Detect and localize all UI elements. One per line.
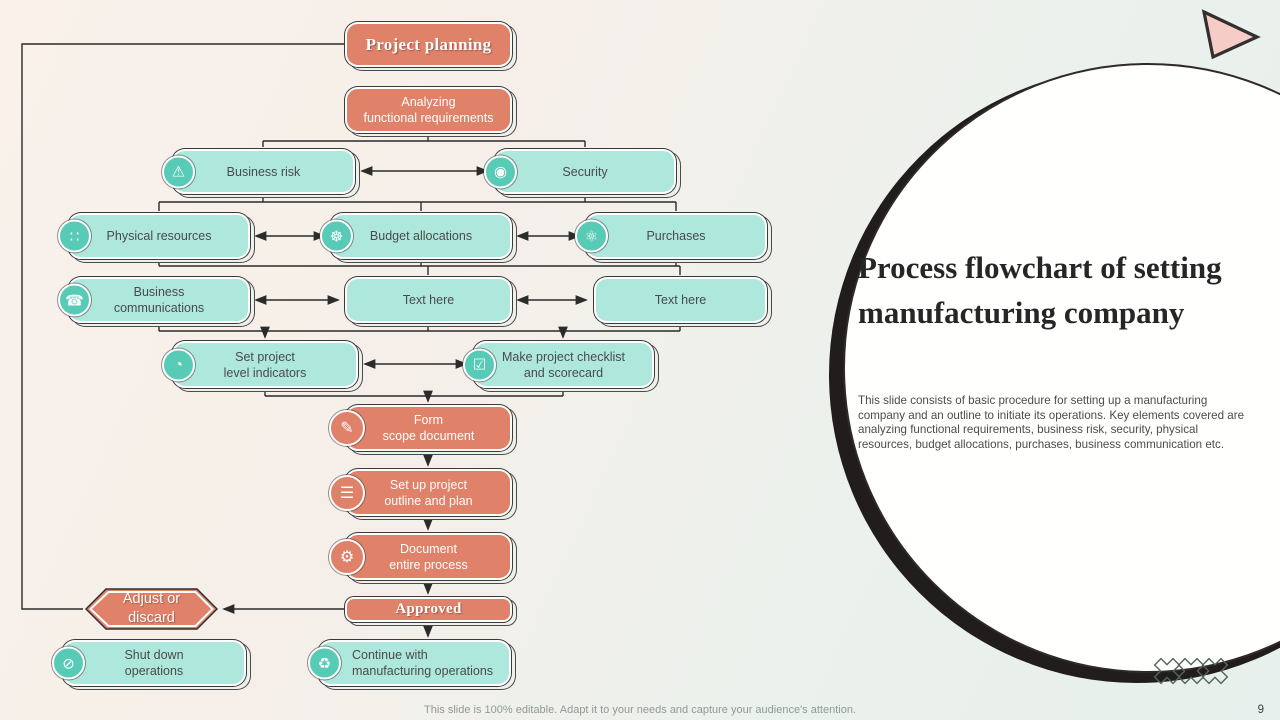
icon-glyph: ⚙ [339,548,355,566]
recycle-icon: ♻ [308,646,341,680]
pink-triangle-icon [1201,9,1261,60]
node-analyzing-functional-requirements[interactable]: Analyzing functional requirements [345,87,512,133]
node-text-here-1[interactable]: Text here [345,277,512,323]
node-label: Set project level indicators [223,349,307,380]
flow-connectors [21,43,681,638]
gauge-icon: ◔ [162,348,195,381]
node-security[interactable]: ◉ Security [484,149,676,194]
node-label: Adjust or discard [122,591,181,626]
document-pen-icon: ✎ [329,410,365,446]
security-pin-icon: ◉ [484,155,517,188]
page-description: This slide consists of basic procedure f… [858,394,1245,452]
icon-glyph: ☰ [339,484,355,502]
budget-wheel-icon: ☸ [320,219,353,253]
node-label: Approved [395,600,462,617]
node-continue-with-manufacturing-operations[interactable]: ♻ Continue with manufacturing operations [308,640,511,686]
icon-glyph: ✎ [340,420,354,437]
node-physical-resources[interactable]: ∷ Physical resources [58,213,250,259]
node-label: Physical resources [106,229,212,243]
node-budget-allocations[interactable]: ☸ Budget allocations [320,213,512,259]
page-number: 9 [1257,704,1264,716]
node-label: Analyzing functional requirements [363,95,494,125]
node-make-project-checklist-and-scorecard[interactable]: ☑ Make project checklist and scorecard [463,341,654,388]
node-project-planning[interactable]: Project planning [345,22,512,67]
communications-icon: ☎ [58,283,91,317]
shutdown-icon: ⊘ [52,646,85,680]
node-label: Document entire process [389,541,468,572]
page-title: Process flowchart of setting manufacturi… [858,250,1222,330]
node-label: Security [562,164,608,179]
node-label: Shut down operations [124,648,184,678]
icon-glyph: ◔ [173,356,184,373]
node-approved[interactable]: Approved [345,597,512,622]
icon-glyph: ⊘ [62,655,75,672]
node-label: Purchases [646,229,706,243]
icon-glyph: ⚛ [584,228,599,245]
node-label: Budget allocations [369,229,473,243]
icon-glyph: ◉ [493,163,508,181]
outline-plan-icon: ☰ [329,474,365,511]
x-marks-icon [1153,657,1229,685]
hexagon-shape [84,588,219,630]
icon-glyph: ∷ [69,228,80,245]
node-adjust-or-discard[interactable]: Adjust or discard [84,588,219,630]
node-label: Project planning [365,34,492,54]
node-label: Continue with manufacturing operations [352,648,494,678]
node-set-project-level-indicators[interactable]: ◔ Set project level indicators [162,341,358,388]
node-label: Business risk [226,164,301,179]
resources-icon: ∷ [58,219,91,253]
node-business-risk[interactable]: ⚠ Business risk [162,149,355,194]
node-label: Text here [654,293,707,307]
icon-glyph: ☎ [65,292,84,309]
node-label: Business communications [113,285,205,315]
risk-warning-icon: ⚠ [162,155,195,188]
node-business-communications[interactable]: ☎ Business communications [58,277,250,323]
node-label: Text here [402,293,455,307]
footer-note: This slide is 100% editable. Adapt it to… [424,704,856,716]
process-gear-icon: ⚙ [329,538,365,575]
node-text-here-2[interactable]: Text here [594,277,767,323]
icon-glyph: ⚠ [171,163,186,181]
purchases-network-icon: ⚛ [575,219,608,253]
node-label: Make project checklist and scorecard [502,349,625,380]
node-shut-down-operations[interactable]: ⊘ Shut down operations [52,640,246,686]
node-label: Set up project outline and plan [384,477,473,508]
node-form-scope-document[interactable]: ✎ Form scope document [329,405,512,451]
node-document-entire-process[interactable]: ⚙ Document entire process [329,533,512,580]
node-label: Form scope document [382,413,475,443]
icon-glyph: ☸ [329,228,344,245]
node-purchases[interactable]: ⚛ Purchases [575,213,767,259]
node-set-up-project-outline-and-plan[interactable]: ☰ Set up project outline and plan [329,469,512,516]
icon-glyph: ♻ [317,655,332,672]
icon-glyph: ☑ [472,356,487,374]
checklist-icon: ☑ [463,348,496,381]
